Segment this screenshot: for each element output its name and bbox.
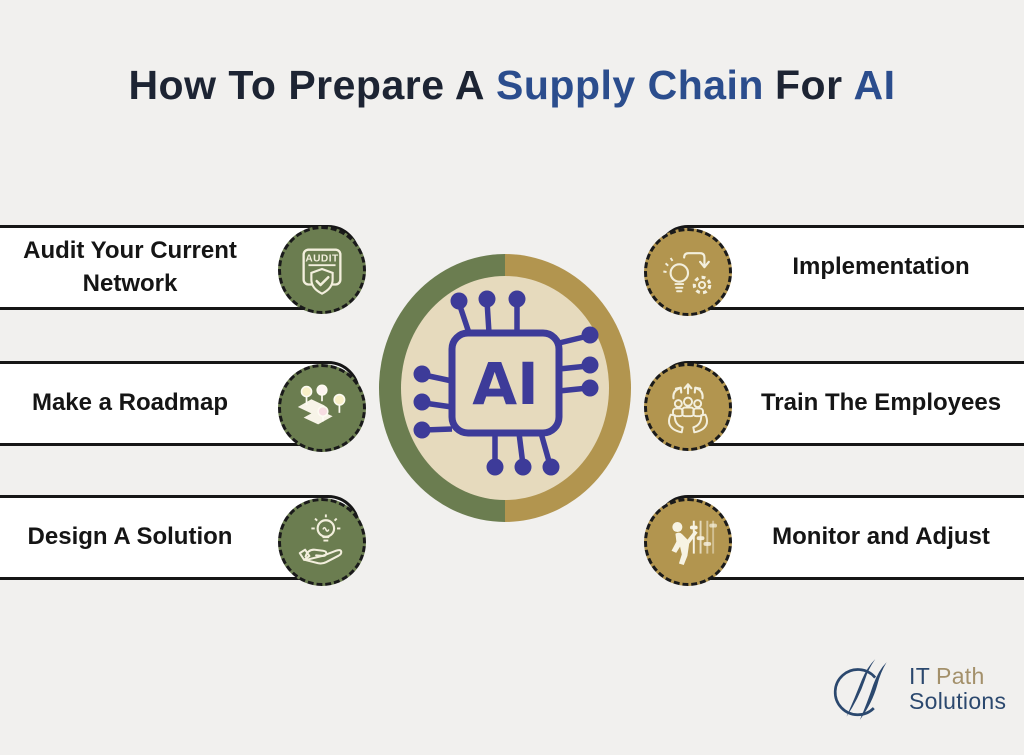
title-highlight-2: AI	[853, 62, 896, 108]
logo-name-it: IT	[909, 662, 931, 689]
monitor-sliders-icon	[671, 520, 717, 566]
step-label: Train The Employees	[760, 389, 1002, 417]
ai-chip-label: AI	[472, 350, 538, 418]
audit-icon-text: AUDIT	[305, 253, 339, 264]
bulb-process-gear-icon	[663, 252, 712, 295]
train-step-circle	[644, 363, 732, 451]
step-label: Make a Roadmap	[31, 389, 229, 417]
team-training-icon	[668, 383, 708, 434]
implementation-step-circle	[644, 228, 732, 316]
title-highlight: Supply Chain	[496, 62, 764, 108]
audit-shield-icon: AUDIT	[302, 248, 342, 295]
ai-chip-icon: AI	[413, 290, 599, 476]
step-label: Audit Your Current Network	[23, 237, 237, 297]
title-prefix: How To Prepare A	[128, 62, 486, 108]
step-label: Implementation	[792, 253, 970, 281]
step-label: Monitor and Adjust	[772, 523, 990, 551]
roadmap-pins-icon	[297, 384, 346, 425]
step-label: Design A Solution	[27, 523, 233, 551]
design-step-circle	[278, 498, 366, 586]
monitor-step-circle	[644, 498, 732, 586]
page-title: How To Prepare A Supply Chain For AI	[0, 62, 1024, 109]
audit-step-circle: AUDIT	[278, 226, 366, 314]
title-middle: For	[774, 62, 843, 108]
logo-mark-icon	[833, 659, 887, 720]
logo-name-solutions: Solutions	[909, 688, 1007, 714]
logo-name-path: Path	[936, 662, 985, 689]
roadmap-step-circle	[278, 364, 366, 452]
idea-hand-icon	[298, 514, 343, 565]
